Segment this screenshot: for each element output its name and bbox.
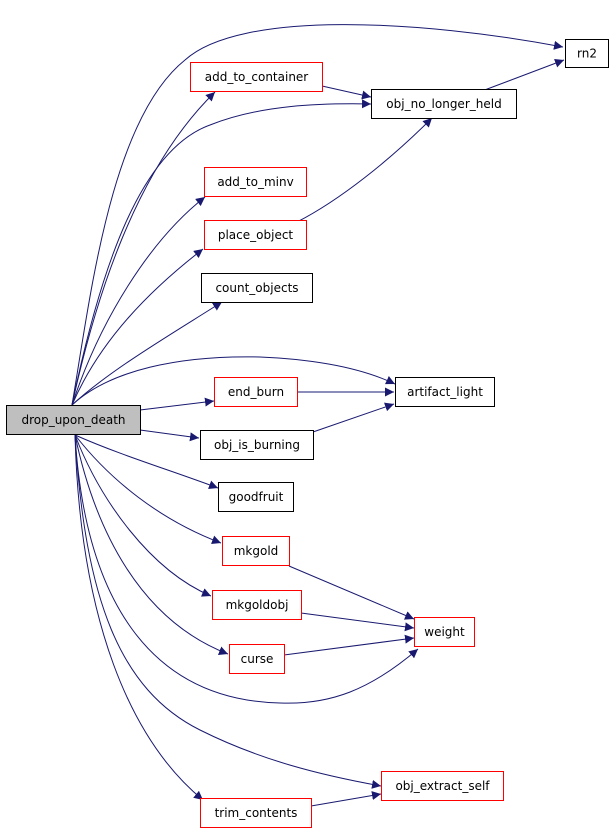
edges-layer [71,24,565,807]
node-mkgoldobj[interactable]: mkgoldobj [212,590,302,620]
node-box-goodfruit[interactable] [218,482,294,512]
node-box-mkgoldobj[interactable] [212,590,302,620]
node-weight[interactable]: weight [414,617,475,647]
node-add_to_container[interactable]: add_to_container [190,62,323,92]
edge-drop_upon_death-place_object [71,248,204,406]
node-box-obj_no_longer_held[interactable] [371,89,517,119]
edge-drop_upon_death-rn2 [71,24,564,406]
edge-drop_upon_death-artifact_light [71,356,396,406]
node-label-obj_no_longer_held: obj_no_longer_held [386,97,501,111]
node-box-drop_upon_death[interactable] [6,405,141,435]
node-label-mkgold: mkgold [234,544,279,558]
node-label-weight: weight [424,625,465,639]
node-label-curse: curse [241,652,274,666]
node-label-place_object: place_object [218,228,294,242]
edge-drop_upon_death-weight [74,434,419,704]
node-goodfruit[interactable]: goodfruit [218,482,294,512]
node-obj_extract_self[interactable]: obj_extract_self [381,771,504,801]
edge-drop_upon_death-count_objects [71,301,223,406]
node-curse[interactable]: curse [229,644,285,674]
edge-drop_upon_death-obj_extract_self [74,434,382,789]
node-end_burn[interactable]: end_burn [214,377,298,407]
node-box-count_objects[interactable] [201,273,313,303]
edge-mkgoldobj-weight [300,612,415,632]
node-label-add_to_minv: add_to_minv [217,175,293,189]
edge-obj_is_burning-artifact_light [312,402,395,433]
edge-drop_upon_death-goodfruit [74,434,219,490]
node-box-rn2[interactable] [565,39,609,68]
node-place_object[interactable]: place_object [204,220,307,250]
edge-drop_upon_death-obj_is_burning [139,429,200,442]
edge-drop_upon_death-obj_no_longer_held [71,99,372,406]
edge-add_to_container-obj_no_longer_held [321,85,372,100]
edge-drop_upon_death-add_to_container [71,91,216,406]
node-box-curse[interactable] [229,644,285,674]
node-count_objects[interactable]: count_objects [201,273,313,303]
node-obj_is_burning[interactable]: obj_is_burning [200,430,314,460]
node-label-artifact_light: artifact_light [407,385,483,399]
node-box-add_to_minv[interactable] [204,167,307,197]
node-label-rn2: rn2 [577,47,597,61]
node-box-trim_contents[interactable] [200,798,312,828]
node-box-add_to_container[interactable] [190,62,323,92]
node-obj_no_longer_held[interactable]: obj_no_longer_held [371,89,517,119]
node-box-artifact_light[interactable] [395,377,495,407]
node-rn2[interactable]: rn2 [565,39,609,68]
node-trim_contents[interactable]: trim_contents [200,798,312,828]
node-label-trim_contents: trim_contents [215,806,298,820]
node-label-drop_upon_death: drop_upon_death [21,413,125,427]
edge-drop_upon_death-mkgoldobj [74,434,212,597]
edge-drop_upon_death-end_burn [139,397,215,411]
node-label-goodfruit: goodfruit [229,490,284,504]
node-label-obj_is_burning: obj_is_burning [214,438,300,452]
edge-curse-weight [283,634,415,656]
node-box-mkgold[interactable] [222,536,290,566]
edge-drop_upon_death-add_to_minv [71,196,206,406]
node-box-obj_is_burning[interactable] [200,430,314,460]
node-artifact_light[interactable]: artifact_light [395,377,495,407]
edge-place_object-obj_no_longer_held [296,117,433,223]
node-label-mkgoldobj: mkgoldobj [226,598,289,612]
edge-trim_contents-obj_extract_self [310,791,382,807]
nodes-layer: drop_upon_death rn2 add_to_container obj… [6,39,609,828]
node-label-count_objects: count_objects [215,281,298,295]
node-label-add_to_container: add_to_container [205,70,309,84]
node-box-place_object[interactable] [204,220,307,250]
node-box-obj_extract_self[interactable] [381,771,504,801]
edge-obj_no_longer_held-rn2 [481,58,565,92]
node-label-end_burn: end_burn [228,385,284,399]
node-label-obj_extract_self: obj_extract_self [395,779,490,793]
edge-drop_upon_death-mkgold [74,434,222,545]
edge-drop_upon_death-trim_contents [74,434,204,801]
edge-mkgold-weight [288,565,415,620]
node-box-end_burn[interactable] [214,377,298,407]
node-add_to_minv[interactable]: add_to_minv [204,167,307,197]
node-box-weight[interactable] [414,617,475,647]
edge-drop_upon_death-curse [74,434,229,655]
node-drop_upon_death[interactable]: drop_upon_death [6,405,141,435]
node-mkgold[interactable]: mkgold [222,536,290,566]
